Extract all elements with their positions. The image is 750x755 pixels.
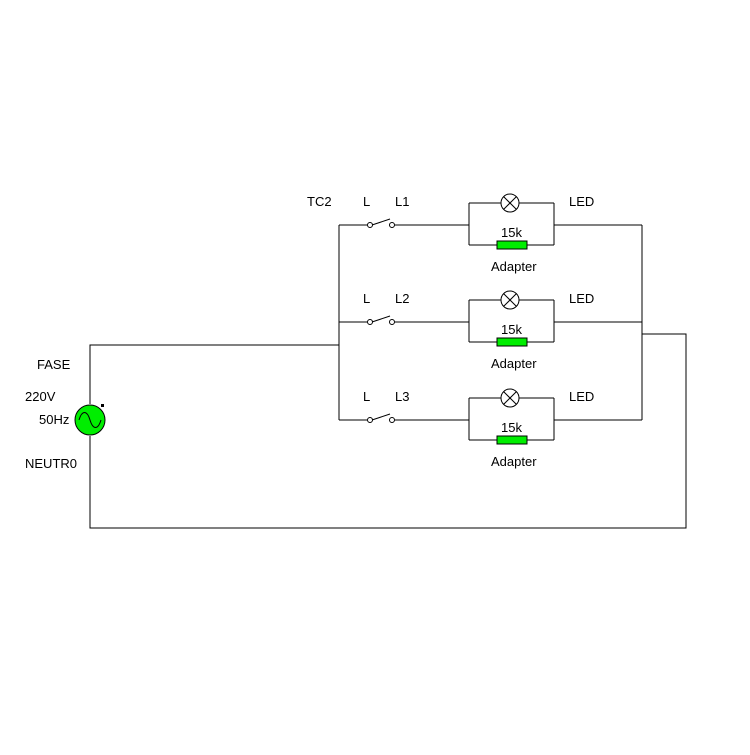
resistor-label: Adapter	[491, 259, 537, 274]
sine-wave-icon	[78, 412, 102, 428]
resistor-value: 15k	[501, 225, 522, 240]
resistor	[496, 240, 528, 250]
switch-blade	[371, 413, 391, 421]
switch-contact-left	[367, 417, 373, 423]
resistor-value: 15k	[501, 420, 522, 435]
switch-contact-right	[389, 222, 395, 228]
lamp-label: LED	[569, 389, 594, 404]
neutral-wire	[89, 333, 687, 529]
neutral-label: NEUTR0	[25, 456, 77, 471]
switch-in-label: L	[363, 194, 370, 209]
lamp-cross-b	[503, 293, 517, 307]
switch-contact-right	[389, 319, 395, 325]
branch-1: L L1 LED 15k Adapter	[339, 193, 642, 274]
voltage-label: 220V	[25, 389, 56, 404]
resistor	[496, 337, 528, 347]
switch-contact-left	[367, 222, 373, 228]
resistor-label: Adapter	[491, 356, 537, 371]
ac-source: FASE 220V 50Hz NEUTR0	[25, 357, 106, 471]
switch-out-label: L1	[395, 194, 409, 209]
switch-group-label: TC2	[307, 194, 332, 209]
switch-contact-right	[389, 417, 395, 423]
lamp-cross-b	[503, 391, 517, 405]
phase-wire	[89, 344, 339, 404]
lamp-label: LED	[569, 194, 594, 209]
switch-in-label: L	[363, 291, 370, 306]
branch-3: L L3 LED 15k Adapter	[339, 388, 642, 469]
phase-label: FASE	[37, 357, 71, 372]
resistor	[496, 435, 528, 445]
resistor-value: 15k	[501, 322, 522, 337]
polarity-dot	[101, 404, 104, 407]
switch-out-label: L2	[395, 291, 409, 306]
branch-2: L L2 LED 15k Adapter	[339, 290, 642, 371]
switch-in-label: L	[363, 389, 370, 404]
lamp-label: LED	[569, 291, 594, 306]
frequency-label: 50Hz	[39, 412, 69, 427]
resistor-label: Adapter	[491, 454, 537, 469]
lamp-cross-b	[503, 196, 517, 210]
switch-out-label: L3	[395, 389, 409, 404]
switch-blade	[371, 218, 391, 226]
main-wiring	[89, 225, 687, 529]
switch-blade	[371, 315, 391, 323]
switch-contact-left	[367, 319, 373, 325]
